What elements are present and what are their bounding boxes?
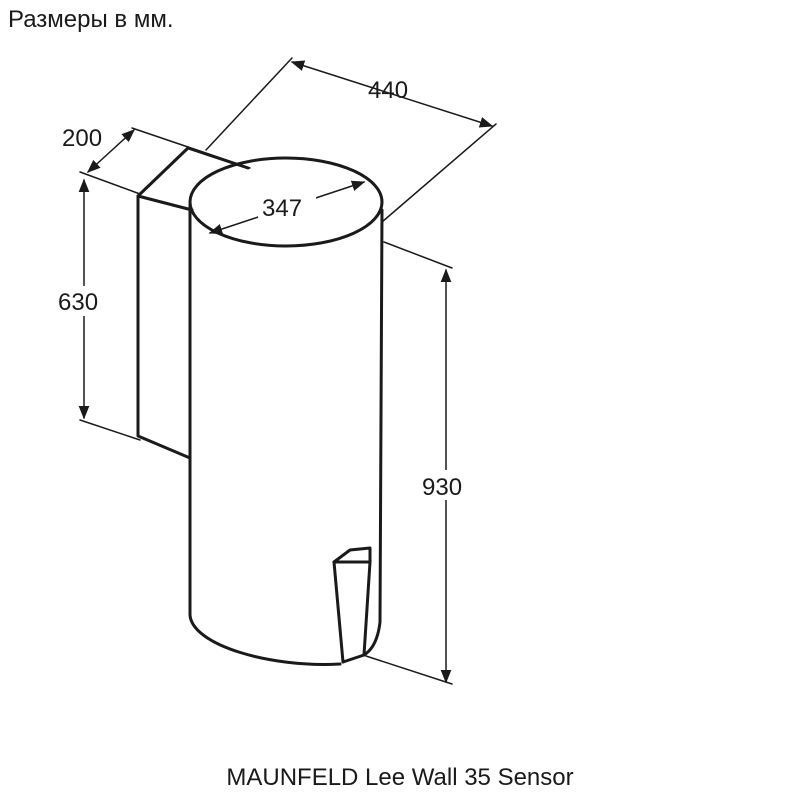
dimension-back-height: 630 [56, 178, 141, 441]
units-note: Размеры в мм. [8, 6, 174, 33]
cylinder-body [188, 156, 384, 666]
dimension-depth: 200 [62, 125, 251, 195]
dimension-diameter-label: 347 [262, 195, 302, 222]
sensor-handle [332, 546, 372, 664]
dimension-back-height-label: 630 [58, 289, 98, 316]
dimension-total-height-label: 930 [422, 474, 462, 501]
dimension-width: 440 [205, 57, 497, 223]
dimension-width-label: 440 [368, 77, 408, 104]
back-panel [136, 146, 250, 460]
dimension-diameter: 347 [208, 180, 366, 235]
dimension-depth-label: 200 [62, 125, 102, 152]
model-name: MAUNFELD Lee Wall 35 Sensor [226, 764, 574, 791]
dimension-total-height: 930 [365, 241, 472, 685]
